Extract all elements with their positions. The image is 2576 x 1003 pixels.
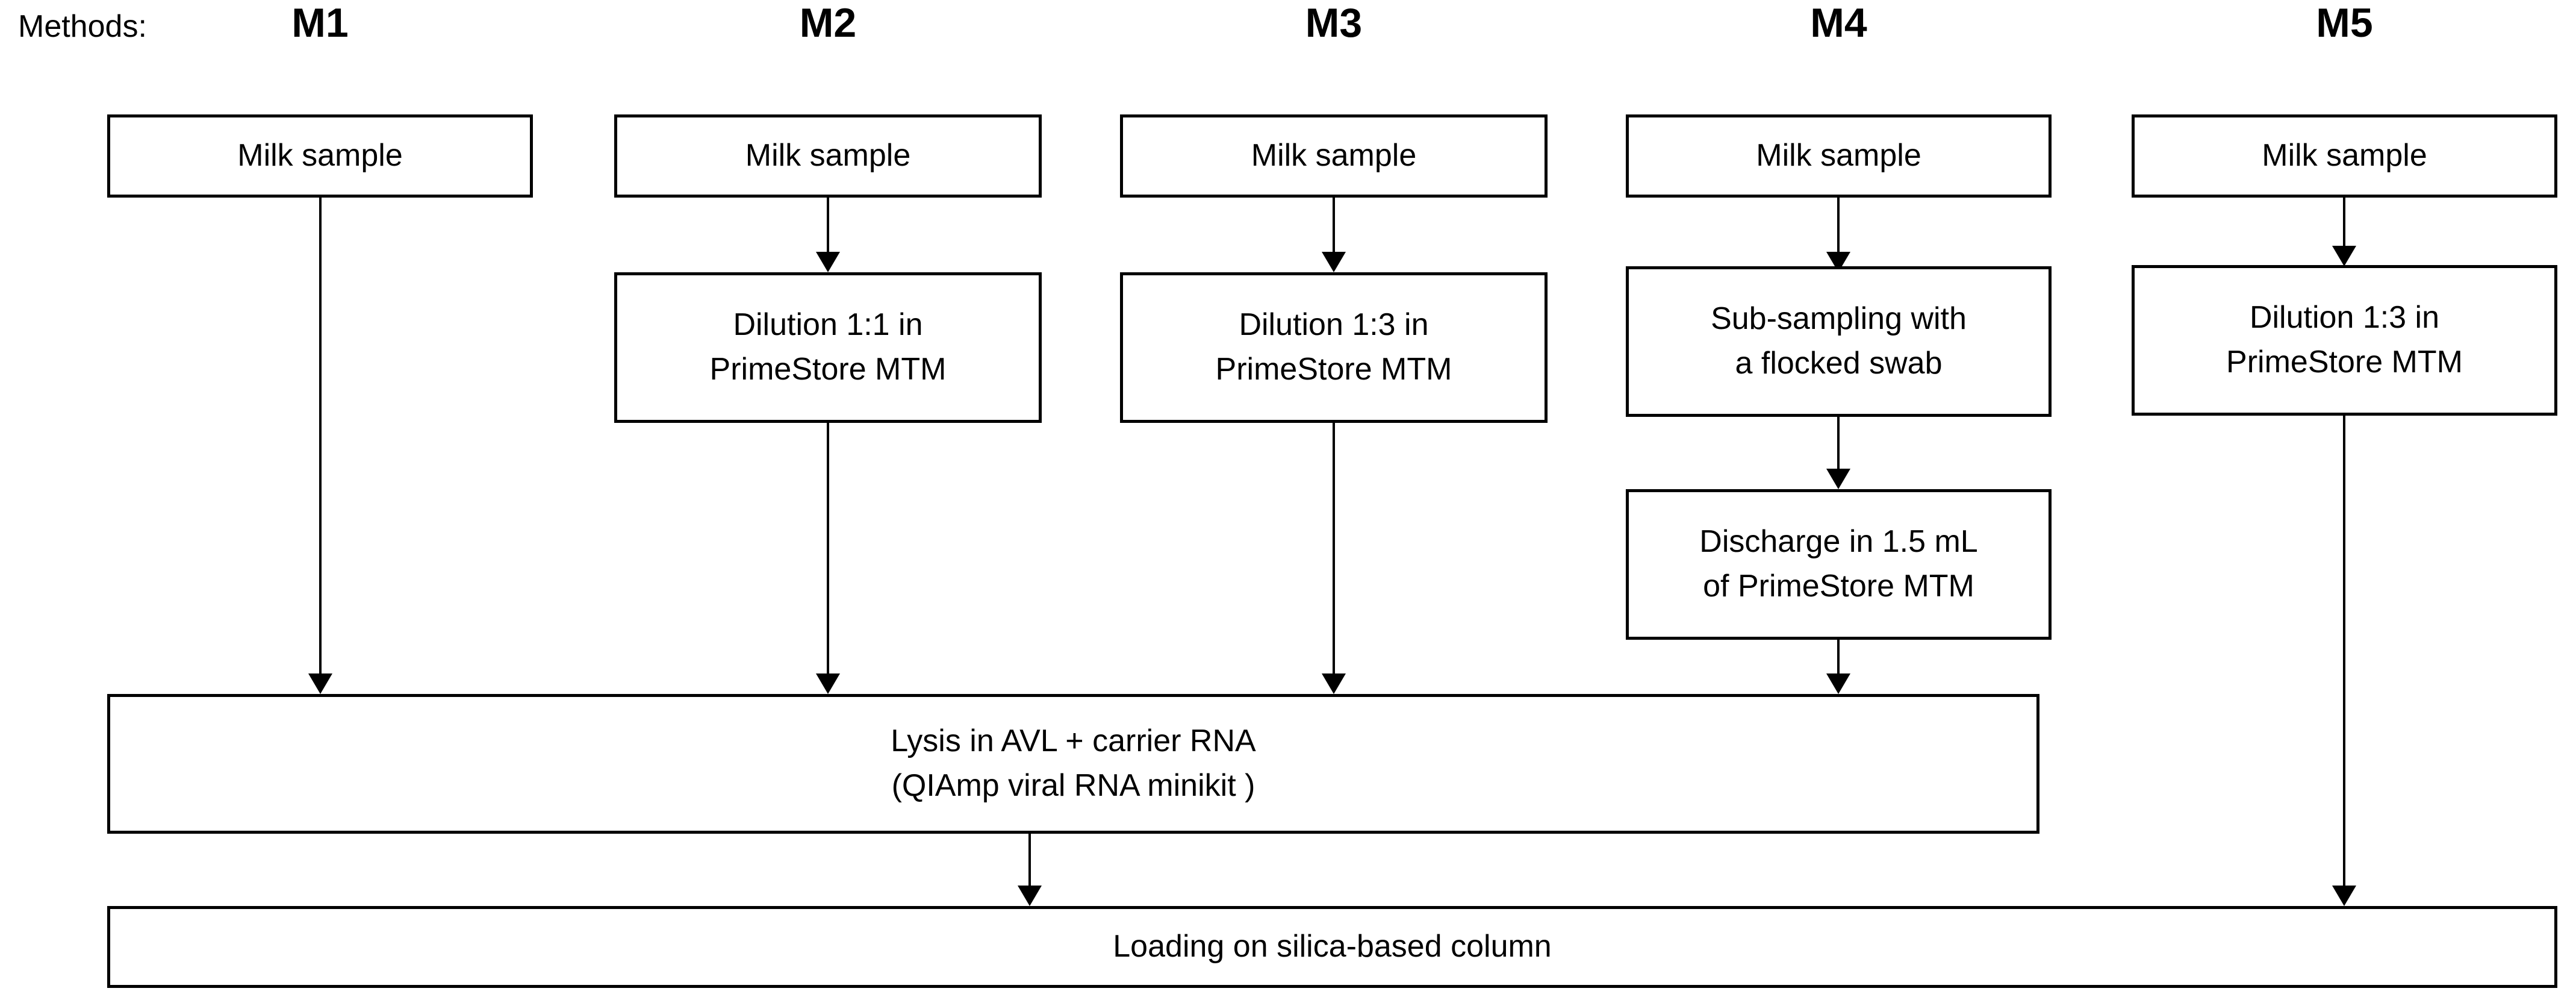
- methods-label: Methods:: [18, 9, 147, 44]
- arrowhead-m1-to-lysis: [308, 673, 332, 694]
- arrowhead-m3-to-lysis: [1322, 673, 1346, 694]
- node-line: of PrimeStore MTM: [1703, 569, 1974, 604]
- node-m3-dilution: Dilution 1:3 in PrimeStore MTM: [1120, 272, 1548, 423]
- arrowhead-m4-to-lysis: [1826, 673, 1850, 694]
- node-line: Milk sample: [1756, 138, 1921, 173]
- node-line: PrimeStore MTM: [2226, 345, 2463, 380]
- node-line: Milk sample: [1251, 138, 1417, 173]
- node-line: PrimeStore MTM: [709, 352, 947, 387]
- arrowhead-m5-milk-to-dilution: [2332, 246, 2356, 266]
- node-line: Dilution 1:3 in: [1239, 307, 1429, 343]
- node-line: Discharge in 1.5 mL: [1699, 524, 1978, 560]
- arrowhead-m3-milk-to-dilution: [1322, 252, 1346, 272]
- column-header-m1: M1: [291, 0, 349, 46]
- node-m4-subsampling: Sub-sampling with a flocked swab: [1626, 266, 2052, 417]
- node-line: Milk sample: [745, 138, 911, 173]
- node-m4-milk-sample: Milk sample: [1626, 114, 2052, 198]
- arrowhead-m2-to-lysis: [816, 673, 840, 694]
- connector-lysis-to-loading: [1028, 834, 1031, 886]
- connector-m3-to-lysis: [1333, 423, 1335, 673]
- node-line: Dilution 1:3 in: [2249, 300, 2440, 336]
- connector-m5-milk-to-dilution: [2343, 198, 2345, 264]
- node-loading: Loading on silica-based column: [107, 906, 2557, 988]
- node-m5-dilution: Dilution 1:3 in PrimeStore MTM: [2132, 265, 2557, 416]
- connector-m5-to-loading: [2343, 416, 2345, 886]
- arrowhead-m2-milk-to-dilution: [816, 252, 840, 272]
- connector-m3-milk-to-dilution: [1333, 198, 1335, 270]
- arrowhead-m4-subsampling-to-discharge: [1826, 469, 1850, 489]
- node-line: Lysis in AVL + carrier RNA: [891, 723, 1256, 759]
- node-m2-dilution: Dilution 1:1 in PrimeStore MTM: [614, 272, 1042, 423]
- column-header-m2: M2: [799, 0, 857, 46]
- column-header-m3: M3: [1305, 0, 1363, 46]
- node-m2-milk-sample: Milk sample: [614, 114, 1042, 198]
- arrowhead-m5-to-loading: [2332, 886, 2356, 906]
- node-m4-discharge: Discharge in 1.5 mL of PrimeStore MTM: [1626, 489, 2052, 640]
- node-m5-milk-sample: Milk sample: [2132, 114, 2557, 198]
- node-line: Milk sample: [237, 138, 403, 173]
- node-line: Milk sample: [2262, 138, 2427, 173]
- node-lysis: Lysis in AVL + carrier RNA (QIAmp viral …: [107, 694, 2039, 834]
- node-m3-milk-sample: Milk sample: [1120, 114, 1548, 198]
- node-line: Dilution 1:1 in: [733, 307, 923, 343]
- connector-m2-to-lysis: [827, 423, 829, 673]
- column-header-m4: M4: [1810, 0, 1867, 46]
- node-line: Loading on silica-based column: [1113, 929, 1552, 964]
- arrowhead-lysis-to-loading: [1018, 886, 1042, 906]
- node-m1-milk-sample: Milk sample: [107, 114, 533, 198]
- node-line: (QIAmp viral RNA minikit ): [891, 768, 1255, 803]
- connector-m1-to-lysis: [319, 198, 322, 673]
- connector-m2-milk-to-dilution: [827, 198, 829, 270]
- connector-m4-milk-to-subsampling: [1837, 198, 1840, 270]
- node-line: a flocked swab: [1735, 346, 1943, 381]
- node-line: Sub-sampling with: [1711, 301, 1967, 337]
- node-line: PrimeStore MTM: [1215, 352, 1452, 387]
- connector-m4-to-lysis: [1837, 640, 1840, 673]
- connector-m4-subsampling-to-discharge: [1837, 417, 1840, 487]
- column-header-m5: M5: [2316, 0, 2373, 46]
